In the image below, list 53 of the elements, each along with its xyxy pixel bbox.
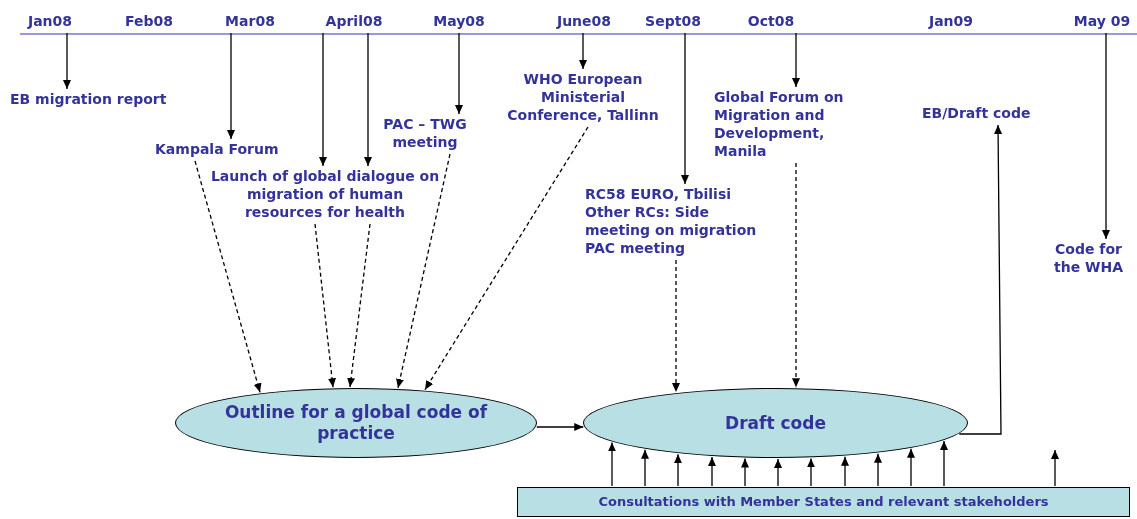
arrow [907,448,915,487]
month-label: Feb08 [118,12,180,32]
month-label: May 09 [1064,12,1137,32]
event-label: PAC – TWG meeting [370,115,480,153]
arrow [455,32,463,115]
month-label: Sept08 [634,12,712,32]
arrow [227,32,235,140]
arrow [641,449,649,487]
event-label: Other RCs: Side meeting on migration [585,203,758,239]
consultation-box: Consultations with Member States and relevant stakeholders [517,487,1130,517]
event-label: WHO European Ministerial Conference, Tallinn [500,70,666,126]
event-label: Code for the WHA [1040,240,1137,278]
event-label: RC58 EURO, Tbilisi [585,185,732,203]
event-label: EB/Draft code [922,104,1072,124]
event-label: Kampala Forum [155,140,320,160]
arrow [741,457,749,487]
dashed-arrow [396,153,451,389]
arrow [940,440,948,487]
arrow [674,453,682,487]
event-label: EB migration report [10,90,220,110]
arrow [841,456,849,487]
arrow [63,32,71,90]
event-label: Launch of global dialogue on migration of human resources for health [210,167,440,223]
arrow [319,32,327,167]
month-label: Jan08 [20,12,80,32]
month-label: June08 [546,12,622,32]
process-ellipse: Outline for a global code of practice [175,388,537,458]
month-label: Oct08 [738,12,804,32]
month-label: Jan09 [918,12,984,32]
dashed-arrow [194,160,262,393]
arrow [958,124,1003,435]
dashed-arrow [314,223,336,388]
event-label: Global Forum on Migration and Development, Manila [714,88,874,162]
arrow [774,458,782,487]
month-label: Mar08 [218,12,282,32]
month-label: April08 [308,12,400,32]
process-ellipse: Draft code [583,388,968,458]
month-label: May08 [426,12,492,32]
arrow [1051,449,1059,487]
arrow [1102,32,1110,240]
arrow [364,32,372,167]
arrow [708,456,716,487]
arrow [608,441,616,487]
event-label: PAC meeting [585,239,687,257]
arrow [792,32,800,88]
arrow [579,32,587,70]
arrow [874,453,882,487]
dashed-arrow [347,223,371,388]
dashed-arrow [792,162,800,388]
arrow [807,457,815,487]
dashed-arrow [672,259,680,393]
arrow [536,423,584,431]
arrow [681,32,689,185]
